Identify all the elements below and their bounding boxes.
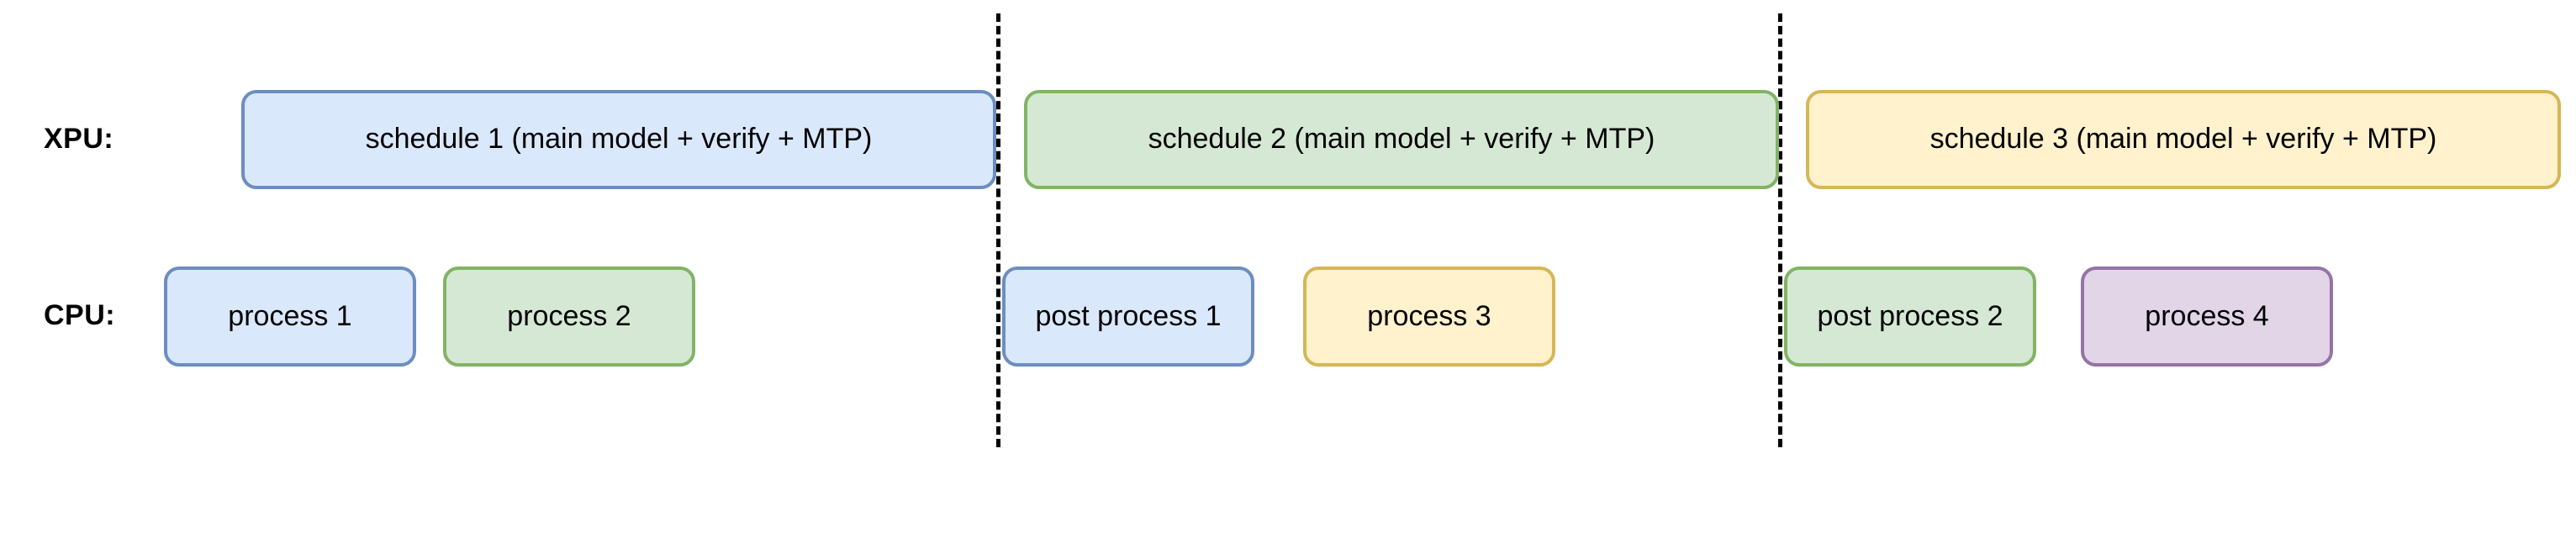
task-box-schedule-2[interactable]: schedule 2 (main model + verify + MTP) — [1024, 90, 1779, 189]
task-label-schedule-1: schedule 1 (main model + verify + MTP) — [365, 123, 873, 156]
task-label-post-process-1: post process 1 — [1035, 299, 1222, 332]
task-label-schedule-3: schedule 3 (main model + verify + MTP) — [1929, 123, 2437, 156]
task-label-process-4: process 4 — [2145, 299, 2269, 332]
task-label-schedule-2: schedule 2 (main model + verify + MTP) — [1148, 123, 1655, 156]
task-box-process-2[interactable]: process 2 — [443, 266, 695, 367]
task-box-schedule-1[interactable]: schedule 1 (main model + verify + MTP) — [241, 90, 996, 189]
task-label-post-process-2: post process 2 — [1817, 299, 2003, 332]
row-label-cpu: CPU: — [44, 299, 116, 331]
task-box-process-4[interactable]: process 4 — [2081, 266, 2333, 367]
task-box-process-1[interactable]: process 1 — [164, 266, 416, 367]
task-box-schedule-3[interactable]: schedule 3 (main model + verify + MTP) — [1806, 90, 2561, 189]
task-label-process-1: process 1 — [228, 299, 352, 332]
task-label-process-2: process 2 — [507, 299, 631, 332]
task-box-process-3[interactable]: process 3 — [1303, 266, 1555, 367]
row-label-xpu: XPU: — [44, 123, 114, 155]
task-label-process-3: process 3 — [1367, 299, 1491, 332]
divider-2 — [1778, 13, 1782, 447]
divider-1 — [996, 13, 1000, 447]
task-box-post-process-2[interactable]: post process 2 — [1784, 266, 2036, 367]
task-box-post-process-1[interactable]: post process 1 — [1002, 266, 1254, 367]
